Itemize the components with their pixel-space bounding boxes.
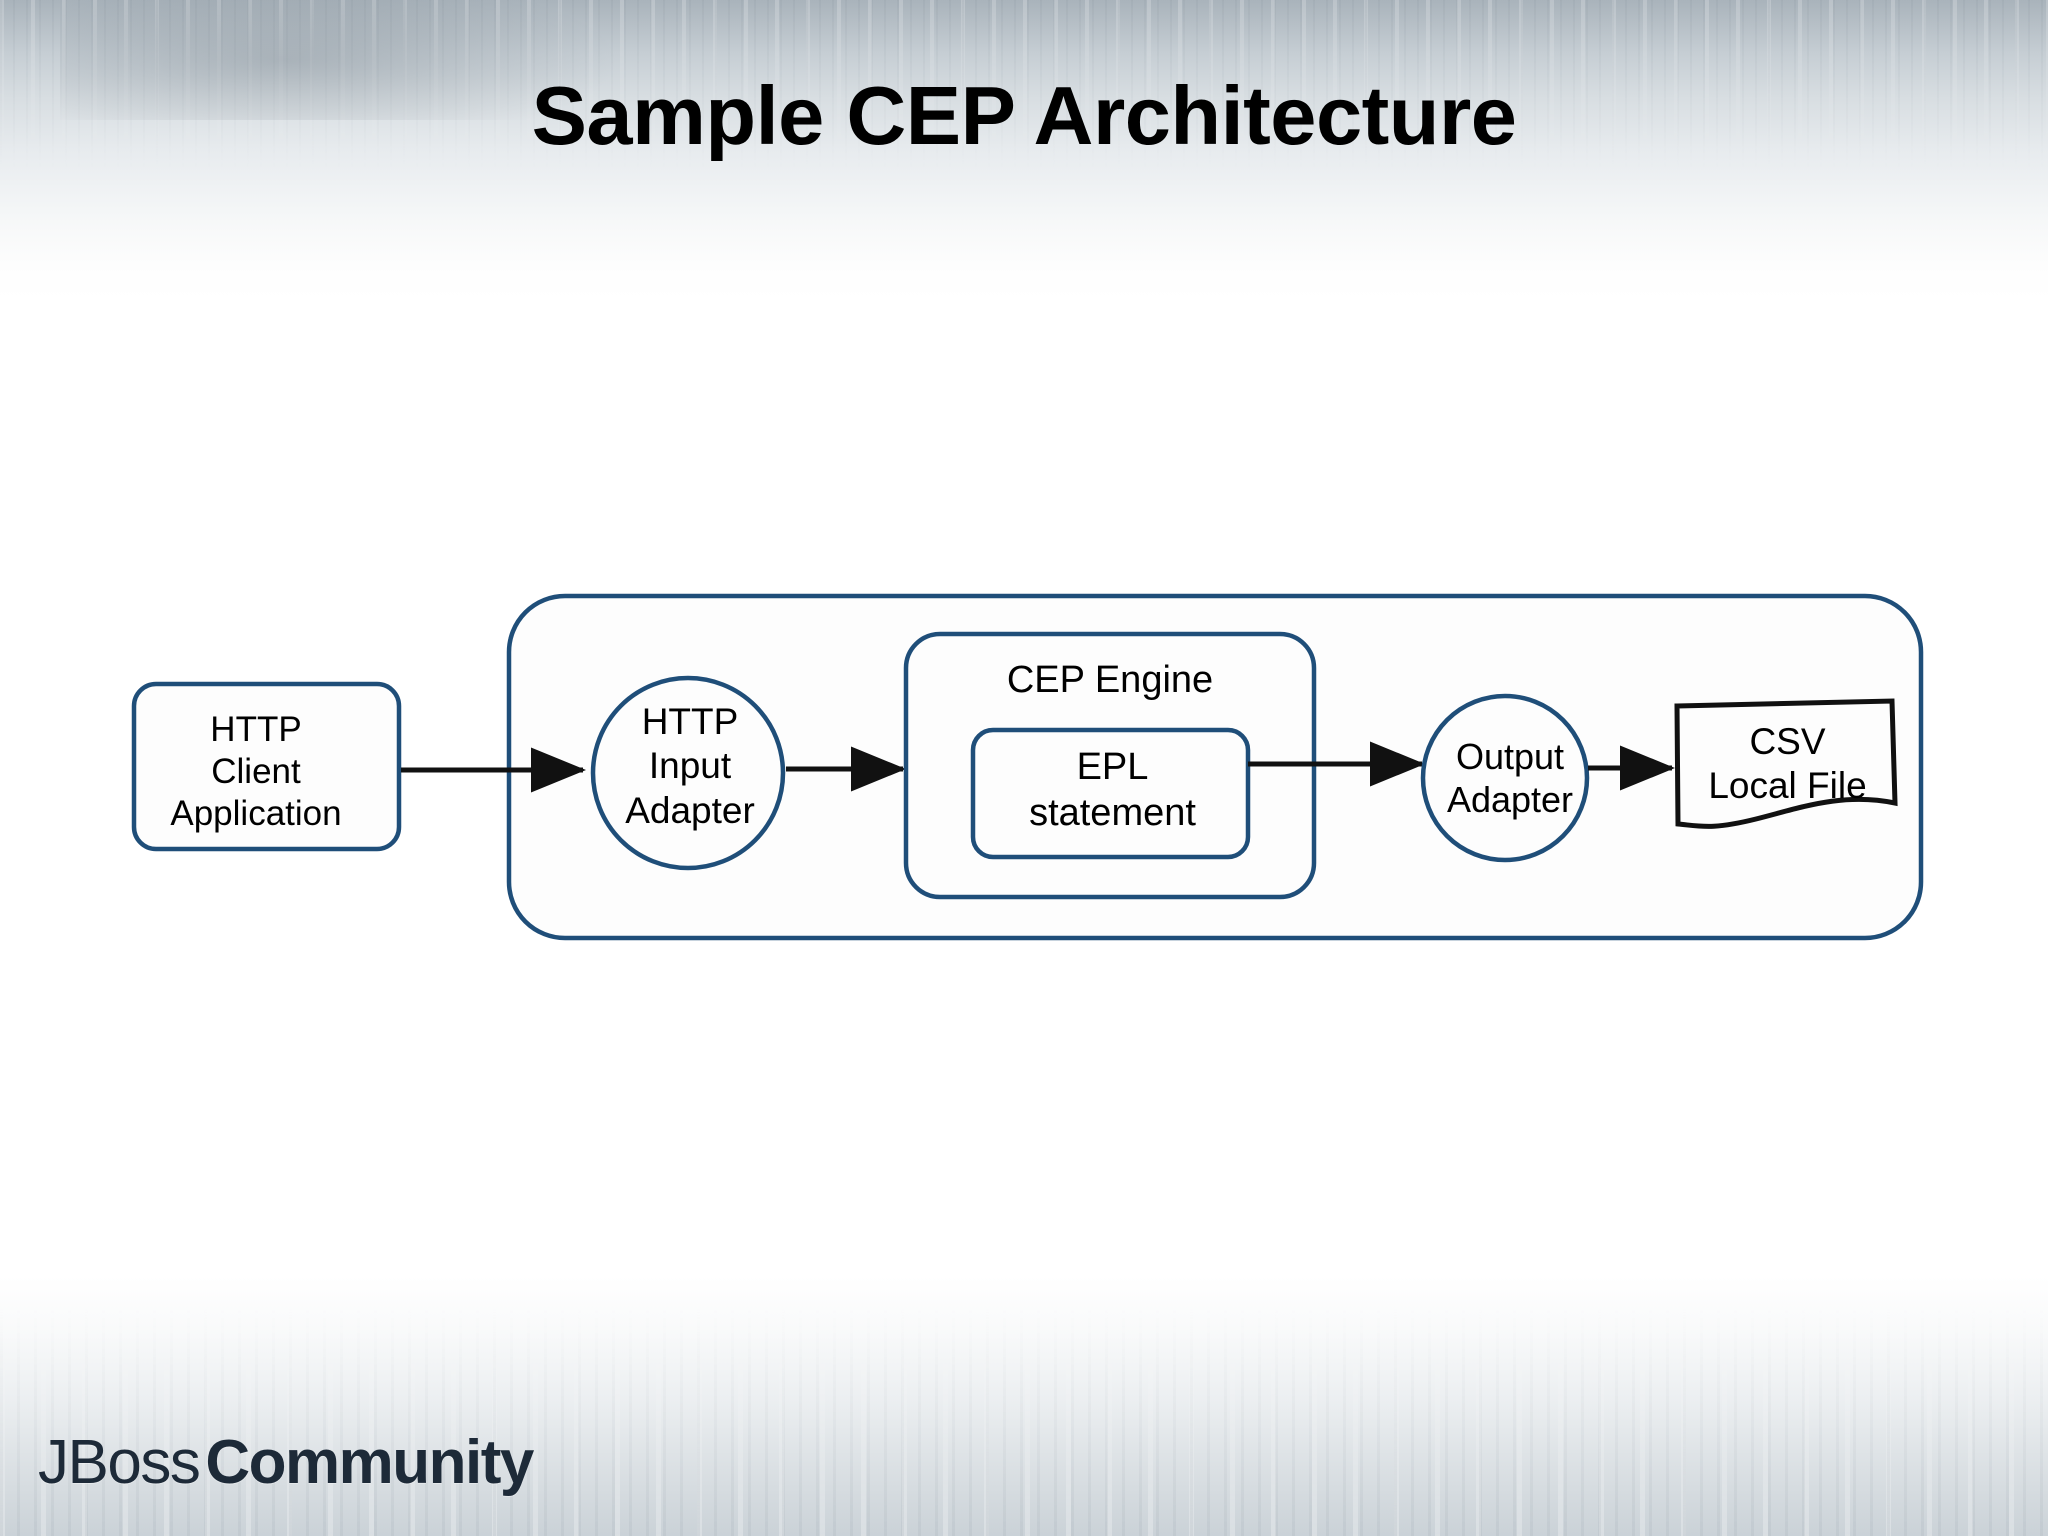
node-csv-local-file[interactable]	[1674, 698, 1898, 829]
logo-word-community: Community	[205, 1428, 534, 1497]
node-epl-statement[interactable]	[970, 727, 1251, 860]
node-http-client-application[interactable]	[131, 681, 402, 852]
node-output-adapter[interactable]	[1420, 693, 1590, 863]
node-http-input-adapter[interactable]	[590, 675, 786, 871]
logo-word-jboss: JBoss	[38, 1428, 201, 1497]
jboss-community-logo: JBossCommunity	[38, 1427, 534, 1498]
page-title: Sample CEP Architecture	[531, 69, 1517, 162]
